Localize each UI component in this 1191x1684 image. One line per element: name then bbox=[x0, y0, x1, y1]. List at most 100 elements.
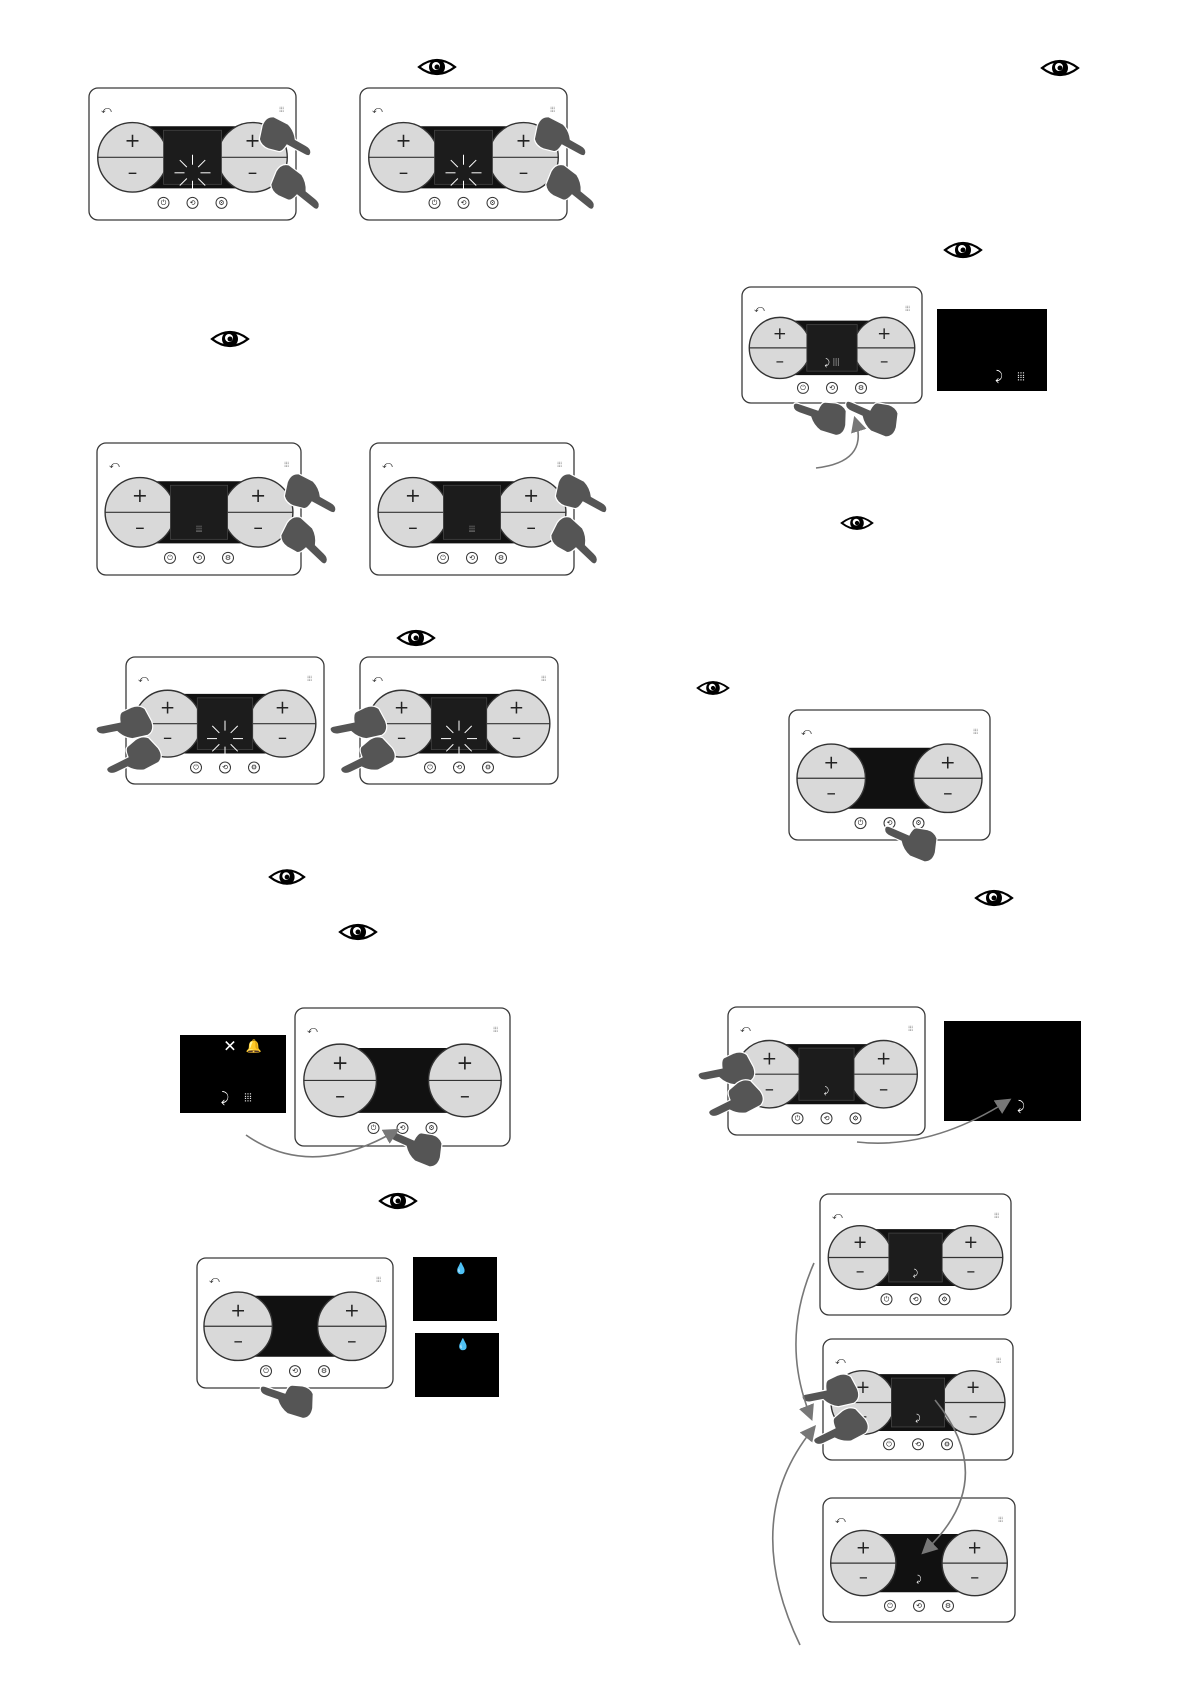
power-icon-glyph: ⏻ bbox=[800, 384, 806, 392]
control-panel: +–+–⤺⦙⦙⦙⏻⟲⚙ bbox=[88, 87, 297, 221]
bell-glyph: 🔔 bbox=[246, 1039, 262, 1055]
hand-shape bbox=[106, 736, 162, 775]
settings-icon-glyph: ⚙ bbox=[321, 1367, 327, 1375]
radiator-symbol: ⦙⦙⦙ bbox=[307, 675, 312, 683]
screen-glyph: ⦙⦙⦙ bbox=[196, 525, 202, 535]
settings-icon bbox=[318, 1365, 330, 1378]
settings-icon bbox=[425, 1122, 438, 1135]
tap-symbol: ⤺ bbox=[832, 1211, 843, 1222]
reset-icon bbox=[193, 551, 205, 564]
power-icon-glyph: ⏻ bbox=[858, 819, 864, 827]
loop-arrow-bottom bbox=[771, 1425, 816, 1646]
enlarged-display-body bbox=[937, 309, 1047, 391]
control-panel: +–+–⤺⦙⦙⦙⦙⦙⦙⏻⟲⚙ bbox=[96, 442, 302, 576]
left-plus-label: + bbox=[856, 1537, 871, 1558]
display-screen bbox=[888, 1232, 943, 1283]
eye-icon bbox=[696, 681, 730, 695]
left-minus-label: – bbox=[335, 1083, 345, 1107]
radiator-symbol: ⦙⦙⦙ bbox=[994, 1212, 999, 1220]
settings-icon bbox=[942, 1599, 954, 1612]
right-knob: +– bbox=[427, 1043, 502, 1118]
eye-center bbox=[710, 685, 716, 691]
settings-icon bbox=[486, 196, 499, 209]
flame-display-top: 💧 bbox=[413, 1257, 497, 1321]
control-panel: +–+–⤺⦙⦙⦙⤸⏻⟲⚙ bbox=[727, 1006, 926, 1136]
right-minus-label: – bbox=[880, 351, 888, 371]
settings-icon bbox=[495, 551, 507, 564]
reset-icon-glyph: ⟲ bbox=[829, 384, 835, 392]
settings-icon-glyph: ⚙ bbox=[852, 1114, 858, 1122]
settings-icon bbox=[855, 381, 867, 394]
blink-ray bbox=[445, 743, 454, 752]
power-icon-glyph: ⏻ bbox=[263, 1367, 269, 1375]
right-plus-label: + bbox=[275, 698, 290, 719]
power-icon bbox=[854, 817, 867, 830]
left-minus-label: – bbox=[765, 1079, 774, 1100]
reset-icon bbox=[396, 1122, 409, 1135]
right-knob: +– bbox=[852, 316, 916, 380]
radiator-symbol: ⦙⦙⦙ bbox=[541, 675, 546, 683]
blink-ray bbox=[230, 743, 239, 752]
right-plus-label: + bbox=[523, 484, 539, 507]
radiator-symbol: ⦙⦙⦙ bbox=[493, 1026, 498, 1034]
left-plus-label: + bbox=[395, 129, 411, 152]
eye-center bbox=[434, 64, 440, 70]
reset-icon-glyph: ⟲ bbox=[824, 1114, 830, 1122]
left-plus-label: + bbox=[405, 484, 421, 507]
reset-icon bbox=[820, 1112, 833, 1125]
power-icon-glyph: ⏻ bbox=[167, 554, 173, 562]
left-plus-label: + bbox=[160, 698, 175, 719]
control-panel: +–+–⤺⦙⦙⦙⏻⟲⚙ bbox=[359, 87, 568, 221]
tap-symbol: ⤺ bbox=[138, 674, 149, 685]
eye-icon bbox=[1040, 59, 1080, 77]
eye-icon bbox=[417, 58, 457, 76]
eye-icon bbox=[396, 629, 436, 647]
right-plus-label: + bbox=[940, 752, 956, 773]
eye-icon bbox=[943, 241, 983, 259]
tap-symbol: ⤺ bbox=[307, 1025, 318, 1036]
blink-ray bbox=[450, 178, 459, 186]
right-minus-label: – bbox=[347, 1331, 356, 1352]
reset-icon-glyph: ⟲ bbox=[916, 1602, 922, 1610]
reset-icon-glyph: ⟲ bbox=[913, 1295, 919, 1303]
hand-shape bbox=[283, 473, 337, 514]
pointing-hand-icon bbox=[545, 163, 595, 210]
eye-icon bbox=[268, 869, 306, 885]
pointing-hand-icon bbox=[801, 1373, 860, 1408]
blink-ray bbox=[211, 725, 220, 734]
fault-display: ✕🔔⤸⦙⦙⦙ bbox=[180, 1035, 286, 1113]
enlarged-display-body bbox=[415, 1333, 499, 1397]
blink-ray bbox=[468, 159, 477, 168]
right-plus-label: + bbox=[245, 129, 261, 152]
power-icon bbox=[157, 196, 170, 209]
left-knob: +– bbox=[203, 1291, 274, 1362]
pointing-hand-icon bbox=[106, 736, 162, 775]
left-knob: +– bbox=[827, 1224, 893, 1291]
radiator-symbol: ⦙⦙⦙ bbox=[557, 461, 562, 469]
screen-glyph: ⤸ ⦙⦙⦙ bbox=[824, 359, 839, 369]
screen-glyph: ⦙⦙⦙ bbox=[469, 525, 475, 535]
left-minus-label: – bbox=[397, 728, 406, 749]
radiator-glyph: ⦙⦙⦙ bbox=[244, 1091, 251, 1104]
hand-shape bbox=[533, 116, 587, 157]
power-icon bbox=[367, 1122, 380, 1135]
radiator-symbol: ⦙⦙⦙ bbox=[905, 305, 910, 313]
blink-ray bbox=[197, 178, 206, 186]
fault-glyph: ✕ bbox=[223, 1037, 236, 1056]
right-plus-label: + bbox=[509, 698, 524, 719]
radiator-symbol: ⦙⦙⦙ bbox=[973, 728, 978, 736]
tap-symbol: ⤺ bbox=[372, 105, 383, 116]
right-minus-label: – bbox=[278, 728, 287, 749]
blink-ray bbox=[179, 159, 188, 168]
loop-arrow-top bbox=[795, 1262, 815, 1421]
control-panel: +–+–⤺⦙⦙⦙⏻⟲⚙ bbox=[359, 656, 559, 785]
settings-icon-glyph: ⚙ bbox=[251, 763, 257, 771]
eye-icon bbox=[840, 516, 874, 530]
pointing-hand-icon bbox=[258, 116, 312, 157]
reset-icon bbox=[186, 196, 199, 209]
tap-symbol: ⤺ bbox=[101, 105, 112, 116]
hand-shape bbox=[844, 400, 899, 438]
radiator-symbol: ⦙⦙⦙ bbox=[279, 106, 284, 114]
control-panel: +–+–⤺⦙⦙⦙⏻⟲⚙ bbox=[788, 709, 991, 841]
left-plus-label: + bbox=[762, 1049, 778, 1070]
